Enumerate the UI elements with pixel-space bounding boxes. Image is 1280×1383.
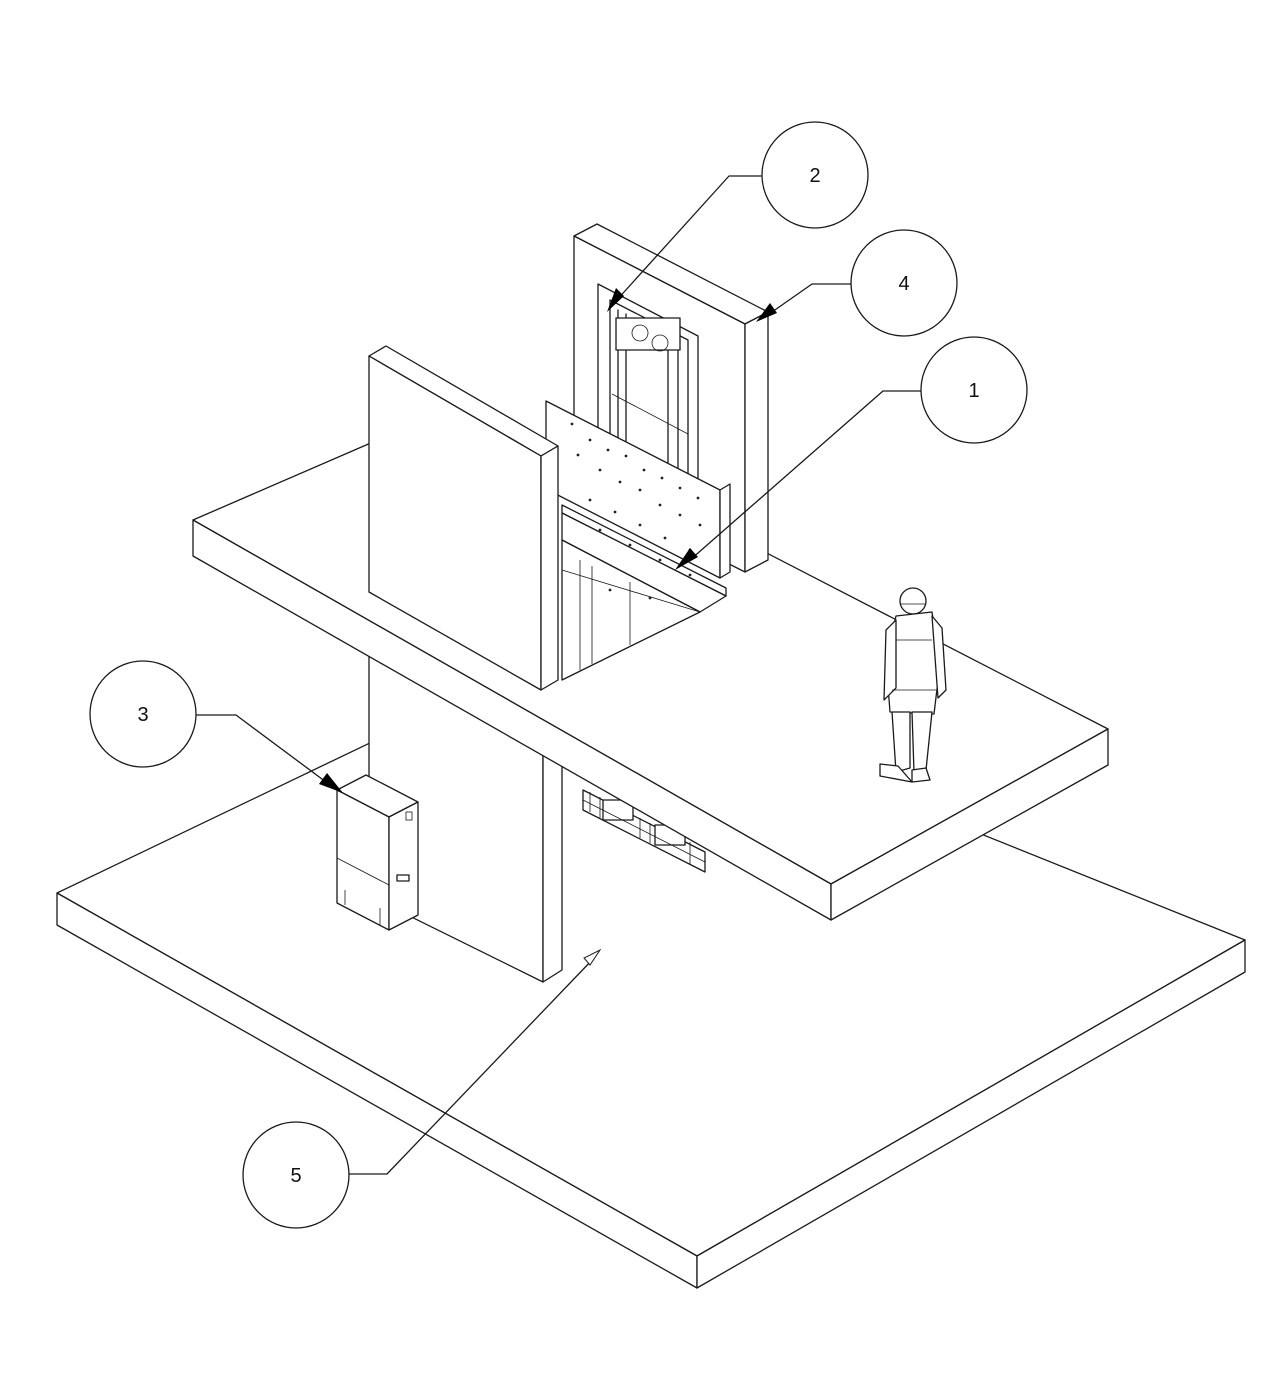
callout-3: 3 (89, 660, 197, 768)
callout-2: 2 (761, 121, 869, 229)
lift-platform (561, 504, 727, 681)
callout-4: 4 (850, 229, 958, 337)
callout-3-label: 3 (137, 704, 148, 726)
arrowhead-2 (607, 288, 624, 312)
callout-4-label: 4 (898, 273, 909, 295)
callout-5-label: 5 (290, 1165, 301, 1187)
person-figure (879, 587, 947, 783)
callout-2-label: 2 (809, 165, 820, 187)
leader-lines (196, 175, 922, 1175)
arrowhead-1 (675, 548, 698, 570)
arrowhead-5 (583, 948, 602, 966)
lift-guide-frame (597, 283, 699, 491)
lift-car-panel (545, 400, 731, 579)
callout-1: 1 (920, 336, 1028, 444)
arrowhead-3 (319, 773, 343, 793)
callout-5: 5 (242, 1121, 350, 1229)
front-wall-panel (368, 345, 559, 691)
control-cabinet (336, 774, 419, 931)
arrowhead-4 (756, 303, 777, 322)
callout-1-label: 1 (968, 380, 979, 402)
